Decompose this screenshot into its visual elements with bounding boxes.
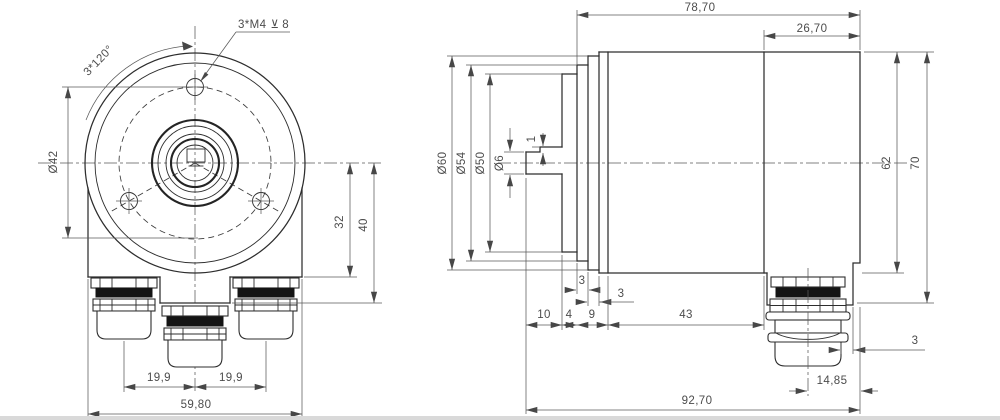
dim-center-to-bottom: 32	[304, 163, 357, 278]
side-view: 78,70 26,70 Ø60 Ø54 Ø50	[437, 2, 934, 414]
dim-shaft-step: 1	[526, 133, 547, 166]
shaft	[525, 146, 563, 175]
dim-center-to-boss: 40	[232, 163, 382, 304]
hole-callout-leader: 3*M4⊻8	[200, 19, 290, 82]
mounting-holes	[116, 74, 274, 214]
dim-flange-dia: Ø60	[437, 55, 588, 271]
front-view: Ø42 3*120° 3*M4⊻8 32 40	[38, 19, 384, 418]
dim-9-label: 9	[589, 309, 596, 321]
housing-profile	[561, 51, 861, 306]
dim-40-label: 40	[358, 218, 370, 232]
dim-7870-label: 78,70	[685, 2, 716, 14]
dim-d50-label: Ø50	[475, 152, 487, 175]
dim-d54-label: Ø54	[456, 151, 468, 174]
dim-step1-label: 1	[526, 136, 538, 143]
hole-callout-prefix: 3*M4	[238, 19, 267, 31]
dim-10-label: 10	[537, 309, 551, 321]
dim-overall-width-label: 59,80	[181, 399, 212, 411]
dim-hole-pattern: 3*120°	[82, 41, 193, 121]
dim-gland-pitch: 19,9 19,9	[123, 341, 267, 392]
dim-3b-label: 3	[618, 288, 625, 300]
dim-overall-length: 92,70	[526, 395, 860, 414]
dim-70-label: 70	[910, 156, 922, 170]
dim-gland-edge: 3	[828, 307, 925, 354]
dim-length-chain: 10 4 9 43	[525, 178, 765, 414]
dim-overall-height: 70	[857, 52, 934, 304]
shaft-flat	[186, 148, 206, 163]
dim-bolt-circle-label: Ø42	[48, 151, 60, 174]
dim-shaft-dia: Ø6	[494, 128, 524, 198]
front-housing-outline	[87, 187, 303, 304]
dim-3a-label: 3	[579, 275, 586, 287]
dim-gland-to-rear: 14,85	[789, 307, 878, 414]
dim-hole-pattern-label: 3*120°	[82, 43, 116, 78]
dim-boss-dia: Ø50	[475, 73, 562, 253]
dim-pitch-right-label: 19,9	[219, 372, 243, 384]
dim-pitch-left-label: 19,9	[147, 372, 171, 384]
dim-1485-label: 14,85	[817, 375, 848, 387]
dim-43-label: 43	[679, 309, 693, 321]
dim-bolt-circle: Ø42	[48, 86, 198, 239]
cable-gland-side	[765, 268, 851, 396]
cable-gland-right	[232, 277, 300, 340]
depth-symbol: ⊻	[270, 19, 279, 31]
dim-32-label: 32	[334, 215, 346, 229]
dim-9270-label: 92,70	[682, 395, 713, 407]
dim-flange-to-rear: 78,70	[576, 2, 861, 64]
dim-62-label: 62	[881, 156, 893, 170]
dim-d6-label: Ø6	[494, 155, 506, 171]
dim-2670-label: 26,70	[797, 23, 828, 35]
dim-pilot-thickness: 3	[564, 263, 601, 306]
dim-overall-width: 59,80	[87, 279, 303, 418]
hole-callout-depth: 8	[282, 19, 289, 31]
dim-flange-thickness: 3	[575, 276, 634, 306]
dim-3c-label: 3	[912, 335, 919, 347]
cable-gland-middle	[161, 305, 229, 368]
window-bottom-edge	[0, 416, 1000, 420]
hole-callout-label: 3*M4⊻8	[238, 19, 289, 31]
cable-gland-left	[90, 277, 158, 340]
dim-body-height: 62	[862, 51, 934, 274]
dim-4-label: 4	[566, 309, 573, 321]
dim-pilot-dia: Ø54	[456, 64, 577, 262]
dim-d60-label: Ø60	[437, 152, 449, 175]
dim-rear-section: 26,70	[763, 23, 860, 50]
front-circles	[84, 52, 306, 274]
